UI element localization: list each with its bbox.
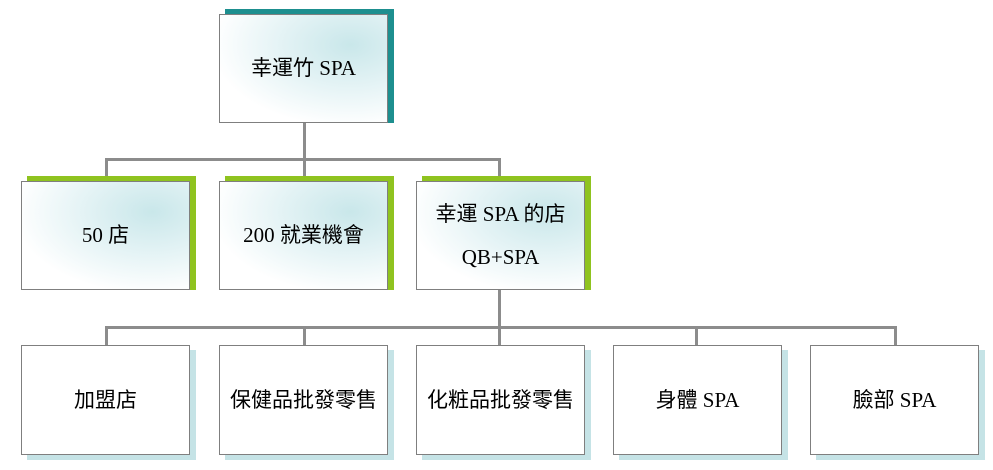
connector-root-down [303,123,306,160]
node-face-spa: 臉部 SPA [810,345,979,455]
node-face-spa-label: 臉部 SPA [852,387,937,412]
node-spa-store-label: 幸運 SPA 的店 [435,201,566,226]
node-cosmetics: 化粧品批發零售 [416,345,585,455]
root-node: 幸運竹 SPA [219,14,388,123]
node-200-jobs-label: 200 就業機會 [243,223,364,247]
connector-level2-bar [105,326,897,329]
connector-to-face-spa [894,326,897,346]
connector-to-body-spa [695,326,698,346]
connector-to-200-jobs [303,158,306,178]
node-health-products-label: 保健品批發零售 [230,387,377,412]
node-franchise: 加盟店 [21,345,190,455]
connector-to-franchise [105,326,108,346]
node-200-jobs: 200 就業機會 [219,181,388,290]
root-node-label: 幸運竹 SPA [251,56,356,80]
connector-to-cosmetics [498,326,501,346]
node-body-spa-label: 身體 SPA [655,387,740,412]
node-body-spa: 身體 SPA [613,345,782,455]
node-50-stores: 50 店 [21,181,190,290]
node-health-products: 保健品批發零售 [219,345,388,455]
node-50-stores-label: 50 店 [81,223,130,247]
connector-spa-store-down [498,290,501,328]
node-franchise-label: 加盟店 [74,387,137,412]
connector-to-50-stores [105,158,108,178]
connector-to-spa-store [498,158,501,178]
node-spa-store: 幸運 SPA 的店 QB+SPA [416,181,585,290]
connector-to-health-products [303,326,306,346]
node-spa-store-sublabel: QB+SPA [461,244,540,269]
node-cosmetics-label: 化粧品批發零售 [427,387,574,412]
